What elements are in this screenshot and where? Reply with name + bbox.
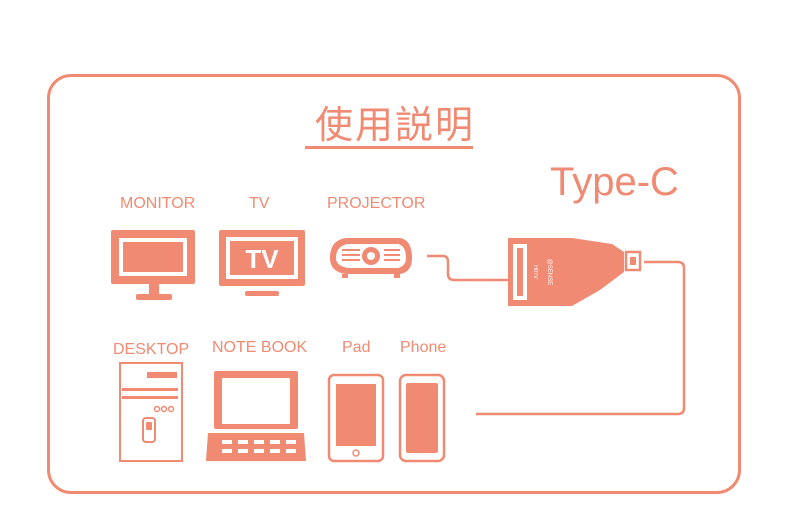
label-notebook: NOTE BOOK: [212, 339, 308, 356]
label-desktop: DESKTOP: [113, 341, 190, 358]
tablet-icon: [327, 373, 385, 463]
tv-screen-text: TV: [245, 244, 279, 274]
phone-icon: [398, 373, 446, 463]
instruction-frame: [47, 74, 741, 494]
label-tv: TV: [249, 195, 270, 212]
monitor-icon: [111, 230, 195, 300]
projector-icon: [330, 238, 412, 278]
label-projector: PROJECTOR: [327, 195, 426, 212]
adapter-icon: @SENSE HDTV: [508, 238, 642, 306]
page-title: 使用説明: [314, 103, 475, 147]
label-monitor: MONITOR: [120, 195, 196, 212]
tv-icon: TV: [219, 230, 305, 296]
label-pad: Pad: [342, 339, 371, 356]
laptop-icon: [206, 371, 306, 461]
adapter-brand-text: @SENSE: [546, 259, 552, 285]
label-phone: Phone: [400, 339, 447, 356]
title-underline: [305, 146, 473, 149]
type-c-label: Type-C: [550, 160, 679, 204]
desktop-tower-icon: [119, 362, 183, 462]
adapter-hdtv-text: HDTV: [532, 265, 538, 279]
